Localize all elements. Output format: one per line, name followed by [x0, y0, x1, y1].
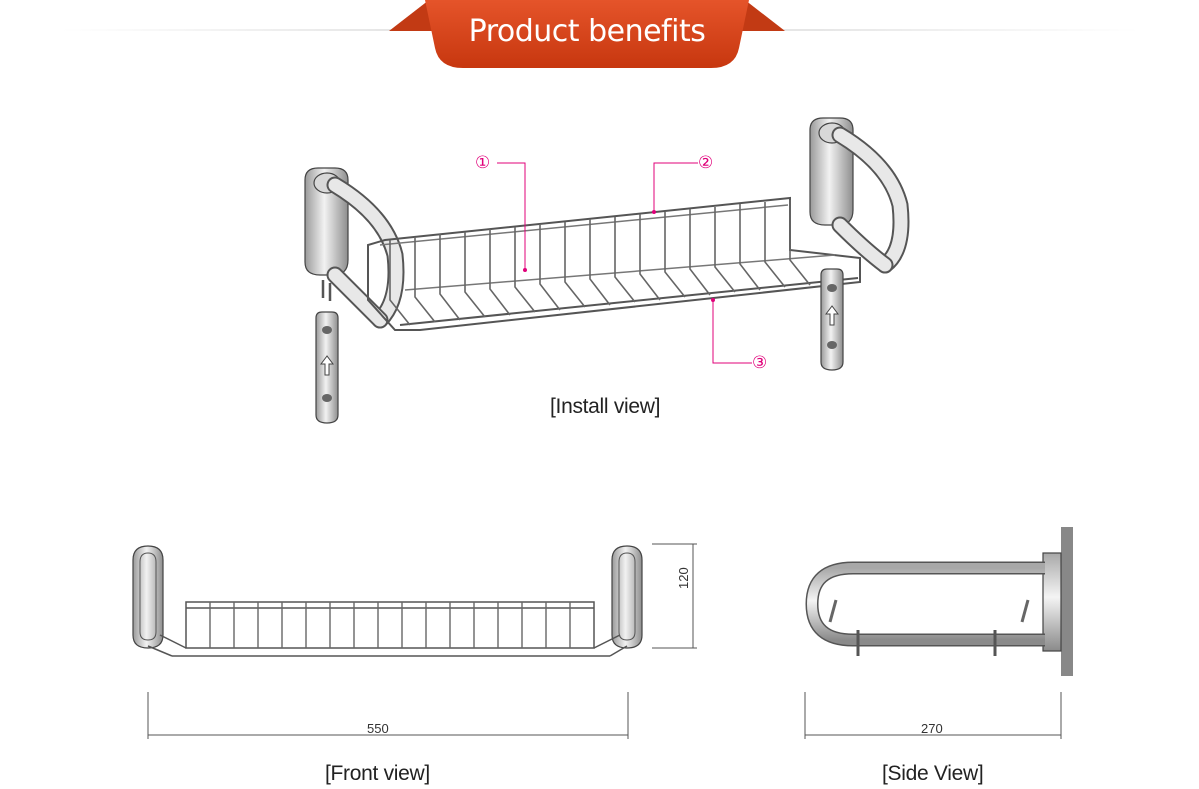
header-banner — [389, 0, 785, 68]
callout-3: ③ — [752, 353, 768, 372]
front-view-caption: [Front view] — [325, 762, 430, 785]
side-view-caption: [Side View] — [882, 762, 984, 785]
front-view-drawing — [132, 543, 697, 739]
install-view-drawing — [304, 117, 910, 424]
front-height-dimension: 120 — [676, 567, 691, 589]
front-width-dimension: 550 — [367, 721, 389, 736]
install-view-caption: [Install view] — [550, 395, 661, 418]
page-title: Product benefits — [468, 14, 706, 49]
callout-1: ① — [475, 153, 491, 172]
side-view-drawing — [804, 527, 1073, 739]
side-depth-dimension: 270 — [921, 721, 943, 736]
callout-2: ② — [698, 153, 714, 172]
